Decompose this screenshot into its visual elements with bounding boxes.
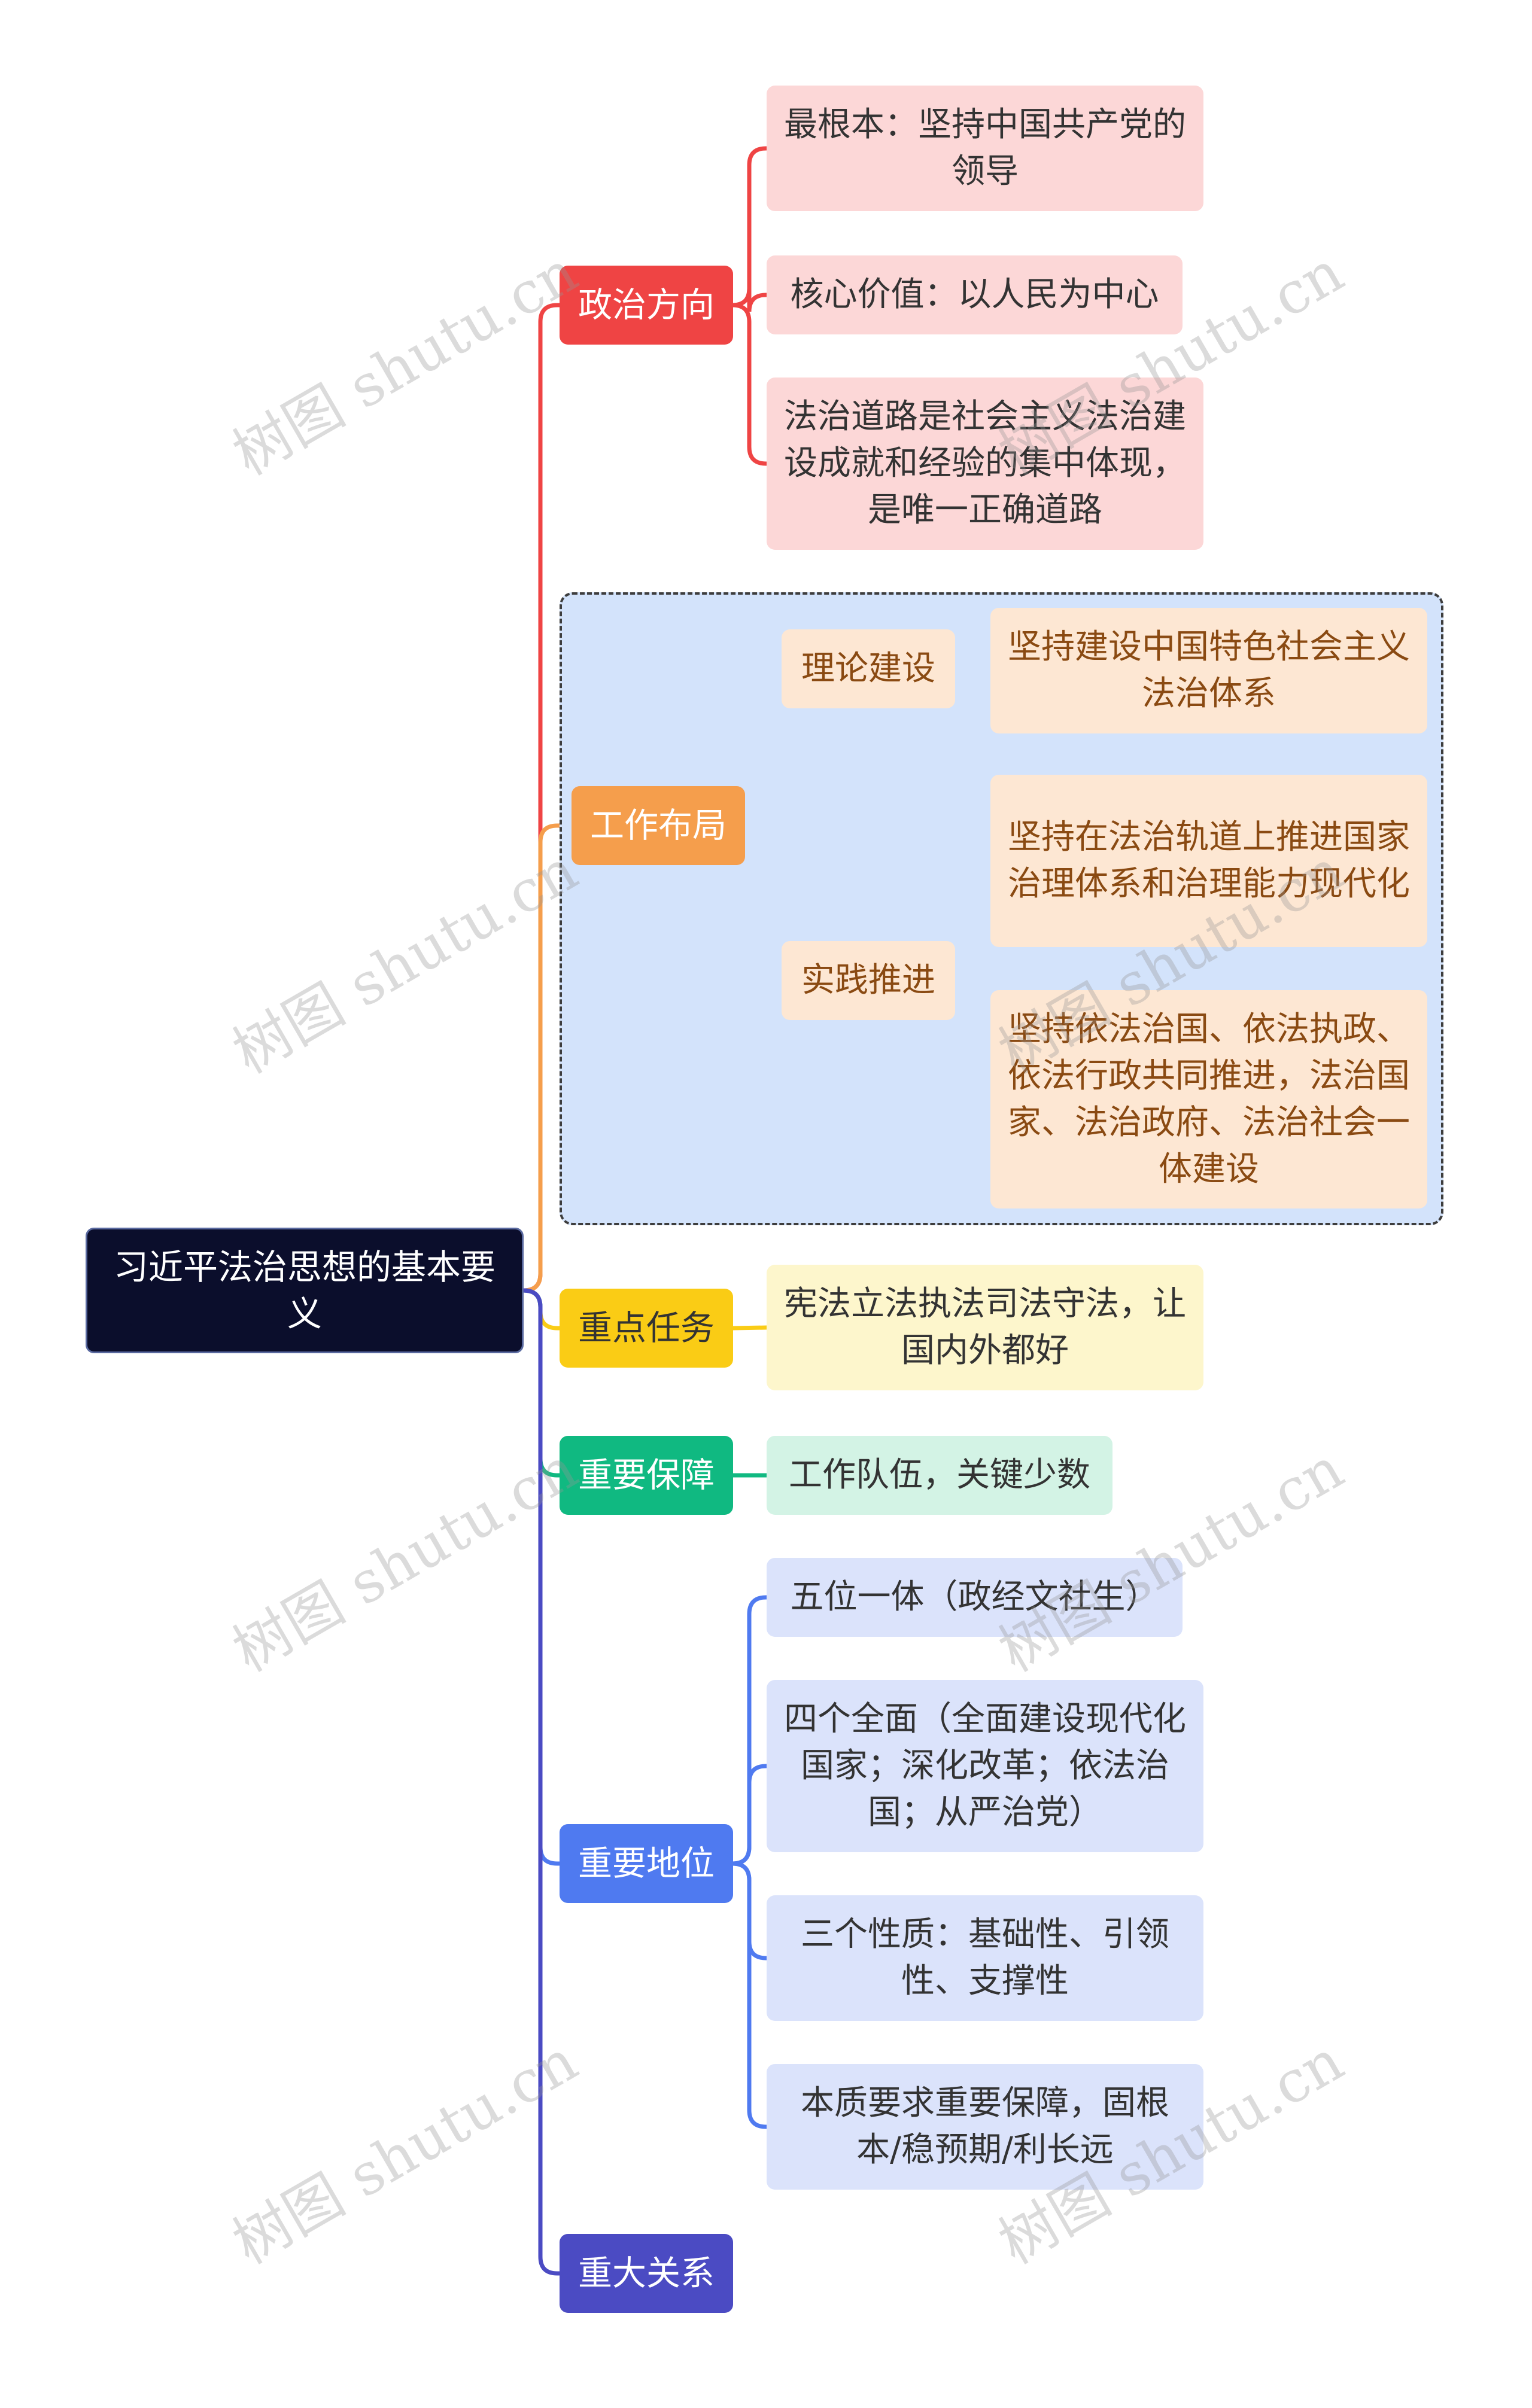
leaf-guarantee-1[interactable]: 工作队伍，关键少数 [767, 1436, 1112, 1515]
branch-political-direction[interactable]: 政治方向 [560, 266, 733, 345]
branch-major-relations[interactable]: 重大关系 [560, 2234, 733, 2313]
link-status-leaf-1 [731, 1764, 769, 1866]
leaf-status-1[interactable]: 五位一体（政经文社生） [767, 1558, 1183, 1637]
leaf-status-4[interactable]: 本质要求重要保障，固根本/稳预期/利长远 [767, 2064, 1203, 2190]
sub-practice-advancement[interactable]: 实践推进 [782, 941, 955, 1020]
leaf-political-3[interactable]: 法治道路是社会主义法治建设成就和经验的集中体现，是唯一正确道路 [767, 378, 1203, 550]
root-topic[interactable]: 习近平法治思想的基本要义 [86, 1228, 524, 1353]
link-status-leaf-3 [731, 1861, 769, 2129]
branch-work-layout[interactable]: 工作布局 [572, 786, 745, 865]
leaf-practice-1[interactable]: 坚持在法治轨道上推进国家治理体系和治理能力现代化 [990, 775, 1427, 947]
leaf-practice-2[interactable]: 坚持依法治国、依法执政、依法行政共同推进，法治国家、法治政府、法治社会一体建设 [990, 990, 1427, 1208]
leaf-status-3[interactable]: 三个性质：基础性、引领性、支撑性 [767, 1895, 1203, 2021]
branch-key-task[interactable]: 重点任务 [560, 1289, 733, 1368]
link-root-work [521, 823, 574, 1293]
branch-important-guarantee[interactable]: 重要保障 [560, 1436, 733, 1515]
link-root-relations [521, 1288, 562, 2276]
leaf-theory-1[interactable]: 坚持建设中国特色社会主义法治体系 [990, 608, 1427, 733]
leaf-political-1[interactable]: 最根本：坚持中国共产党的领导 [767, 86, 1203, 211]
leaf-status-2[interactable]: 四个全面（全面建设现代化国家；深化改革；依法治国；从严治党） [767, 1680, 1203, 1852]
branch-important-status[interactable]: 重要地位 [560, 1824, 733, 1903]
leaf-political-2[interactable]: 核心价值：以人民为中心 [767, 255, 1183, 334]
leaf-key-task-1[interactable]: 宪法立法执法司法守法，让国内外都好 [767, 1265, 1203, 1390]
link-political-leaf-0 [731, 146, 769, 308]
link-political-leaf-2 [731, 303, 769, 466]
link-political-leaf-1 [731, 288, 769, 312]
sub-theory-building[interactable]: 理论建设 [782, 629, 955, 708]
